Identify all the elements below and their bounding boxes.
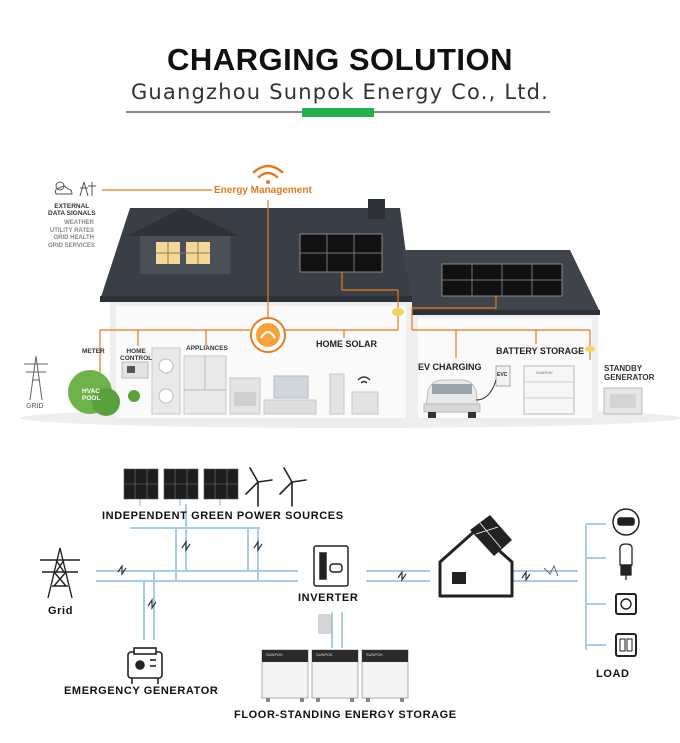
- battery-brand-top: SUNPOK: [536, 370, 553, 375]
- floor-storage-label: FLOOR-STANDING ENERGY STORAGE: [234, 709, 457, 721]
- battery-brand-1: SUNPOK: [266, 652, 283, 657]
- energy-wires: [99, 189, 591, 372]
- grid-label: Grid: [48, 605, 74, 617]
- battery-brand-2: SUNPOK: [316, 652, 333, 657]
- appliances-label: APPLIANCES: [186, 345, 228, 352]
- floor-battery-units: [261, 649, 409, 702]
- energy-management-label: Energy Management: [214, 185, 312, 196]
- tower-icon: [79, 181, 96, 197]
- ev-charger-load-icon: [612, 508, 640, 536]
- grid-tower-icon: [24, 355, 48, 401]
- title-accent-bar: [302, 108, 374, 117]
- battery-storage-unit: [523, 365, 575, 415]
- roof-solar-panel-1: [299, 233, 383, 273]
- wifi-icon: [252, 164, 284, 184]
- battery-brand-3: SUNPOK: [366, 652, 383, 657]
- wifi-router-icon: [357, 376, 371, 384]
- ev-charging-label: EV CHARGING: [418, 362, 482, 372]
- switch-icon: [615, 633, 637, 657]
- evc-label: EVC: [497, 372, 508, 378]
- dormer-roof: [128, 208, 240, 236]
- electric-car: [423, 379, 481, 418]
- load-label: LOAD: [596, 668, 630, 680]
- roof-solar-panel-2: [441, 263, 563, 297]
- inverter-label: INVERTER: [298, 592, 359, 604]
- green-power-sources-label: INDEPENDENT GREEN POWER SOURCES: [102, 510, 344, 522]
- light-bulb-icon: [619, 543, 633, 580]
- standby-generator-label: STANDBY GENERATOR: [604, 364, 655, 383]
- emergency-generator-label: EMERGENCY GENERATOR: [64, 685, 219, 697]
- home-solar-label: HOME SOLAR: [316, 339, 378, 349]
- ev-charger: [495, 365, 511, 387]
- cloud-sun-icon: [55, 181, 73, 195]
- wind-turbine-icon: [245, 467, 307, 507]
- side-table: [351, 391, 379, 415]
- chimney: [368, 199, 385, 219]
- company-name: Guangzhou Sunpok Energy Co., Ltd.: [130, 80, 550, 104]
- external-data-label: EXTERNAL DATA SIGNALS: [48, 203, 96, 218]
- inverter-icon: [313, 545, 349, 587]
- storage-connector-icon: [318, 614, 332, 634]
- meter-label: METER: [82, 348, 105, 355]
- socket-icon: [615, 593, 637, 615]
- lamp: [329, 373, 345, 415]
- home-control-label: HOME CONTROL: [120, 348, 153, 363]
- television: [273, 375, 309, 399]
- page-title: CHARGING SOLUTION: [166, 42, 514, 77]
- schematic-wires: [96, 504, 606, 650]
- external-data-items: WEATHER UTILITY RATES GRID HEALTH GRID S…: [48, 220, 95, 249]
- battery-storage-label: BATTERY STORAGE: [496, 346, 585, 356]
- tv-stand: [263, 399, 317, 415]
- hvac-pool-label: HVAC POOL: [82, 388, 101, 403]
- grid-tower-icon: [40, 547, 80, 599]
- generator-icon: [127, 647, 163, 684]
- grid-label-top: GRID: [26, 403, 44, 410]
- meter-icon: [543, 564, 559, 577]
